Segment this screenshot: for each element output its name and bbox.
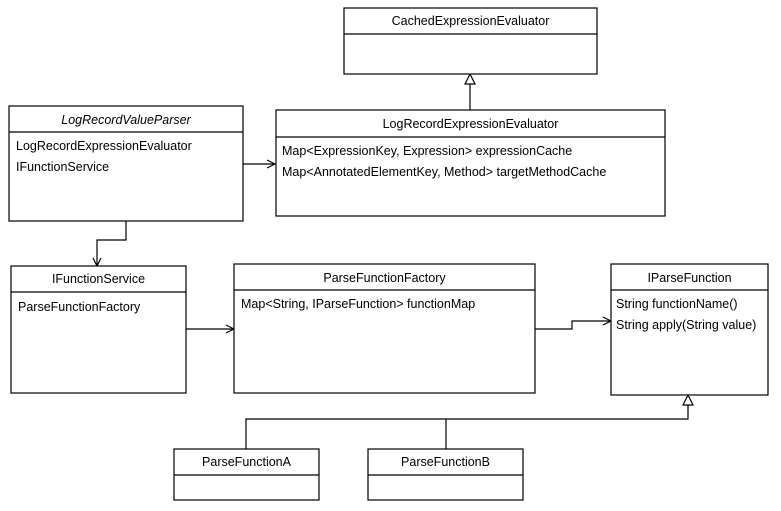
inheritance-arrowhead-icon xyxy=(682,393,694,406)
class-log-record-value-parser: LogRecordValueParser LogRecordExpression… xyxy=(8,105,244,222)
class-name: LogRecordValueParser xyxy=(61,113,191,127)
class-parse-function-a: ParseFunctionA xyxy=(173,448,320,501)
class-attribute: Map<ExpressionKey, Expression> expressio… xyxy=(282,144,572,158)
edge-implementations-inherit-iparse-function xyxy=(245,393,694,449)
class-name: LogRecordExpressionEvaluator xyxy=(383,117,559,131)
class-cached-expression-evaluator: CachedExpressionEvaluator xyxy=(343,7,598,75)
class-attribute: IFunctionService xyxy=(16,160,109,174)
class-attribute: String functionName() xyxy=(616,297,738,311)
edge-evaluator-inherits-cached xyxy=(464,72,476,110)
class-name: CachedExpressionEvaluator xyxy=(392,14,550,28)
inheritance-arrowhead-icon xyxy=(464,72,476,85)
class-parse-function-b: ParseFunctionB xyxy=(367,448,524,501)
class-name: ParseFunctionB xyxy=(401,455,490,469)
class-name: IFunctionService xyxy=(52,272,145,286)
class-attribute: String apply(String value) xyxy=(616,318,756,332)
edge-factory-to-iparse-function xyxy=(535,321,611,330)
class-ifunction-service: IFunctionService ParseFunctionFactory xyxy=(10,265,187,394)
class-attribute: Map<AnnotatedElementKey, Method> targetM… xyxy=(282,165,606,179)
class-attribute: Map<String, IParseFunction> functionMap xyxy=(241,297,475,311)
class-parse-function-factory: ParseFunctionFactory Map<String, IParseF… xyxy=(233,263,536,394)
class-iparse-function: IParseFunction String functionName() Str… xyxy=(610,263,769,396)
class-name: ParseFunctionFactory xyxy=(323,271,446,285)
class-log-record-expression-evaluator: LogRecordExpressionEvaluator Map<Express… xyxy=(275,109,666,217)
class-name: IParseFunction xyxy=(647,271,731,285)
class-attribute: ParseFunctionFactory xyxy=(18,300,141,314)
class-attribute: LogRecordExpressionEvaluator xyxy=(16,139,192,153)
edge-parser-to-function-service xyxy=(97,221,127,266)
class-name: ParseFunctionA xyxy=(202,455,292,469)
